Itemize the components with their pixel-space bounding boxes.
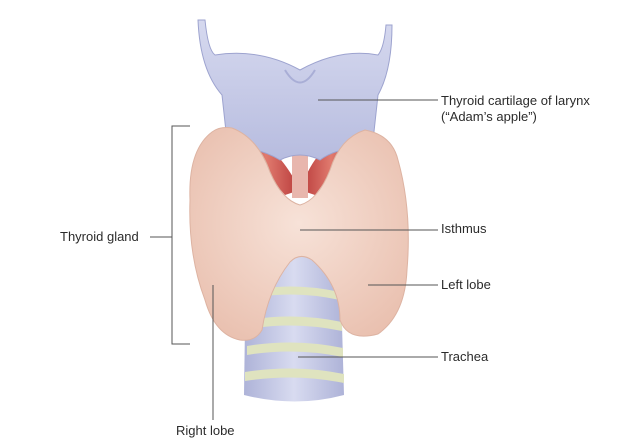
label-thyroid-cartilage-line1: Thyroid cartilage of larynx <box>441 93 590 108</box>
label-right-lobe: Right lobe <box>176 423 235 438</box>
label-thyroid-cartilage: Thyroid cartilage of larynx (“Adam’s app… <box>441 93 590 125</box>
label-thyroid-cartilage-line2: (“Adam’s apple”) <box>441 109 537 124</box>
label-isthmus: Isthmus <box>441 221 487 236</box>
label-left-lobe: Left lobe <box>441 277 491 292</box>
label-thyroid-gland: Thyroid gland <box>60 229 139 244</box>
leader-lines <box>150 99 438 420</box>
label-trachea: Trachea <box>441 349 489 364</box>
thyroid-gland <box>189 127 409 341</box>
